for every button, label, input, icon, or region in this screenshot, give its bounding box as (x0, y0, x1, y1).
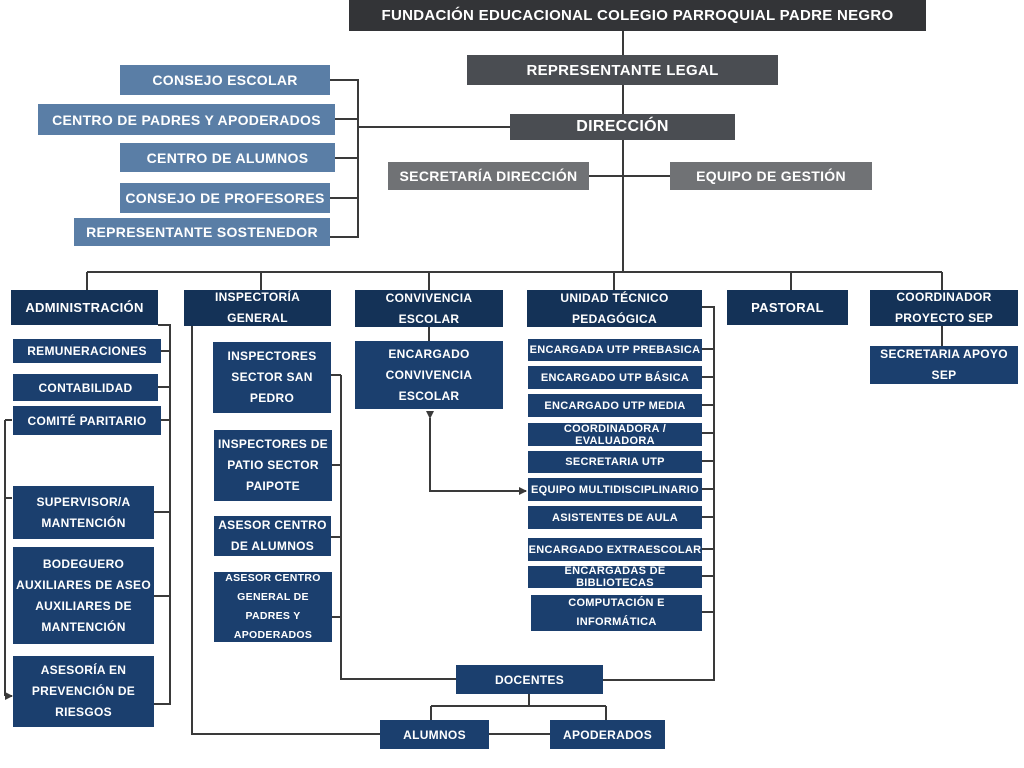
council-centro-alumnos: CENTRO DE ALUMNOS (120, 143, 335, 172)
docentes-box: DOCENTES (456, 665, 603, 694)
dept-label: UNIDAD TÉCNICO PEDAGÓGICA (560, 290, 669, 326)
direccion-box: DIRECCIÓN (510, 114, 735, 140)
inspectoria-bracket (191, 326, 456, 735)
utp-item-label: COORDINADORA / EVALUADORA (563, 422, 667, 447)
dept-administracion: ADMINISTRACIÓN (11, 290, 158, 325)
admin-item-bodeguero: BODEGUERO AUXILIARES DE ASEO AUXILIARES … (13, 547, 154, 644)
council-representante-sostenedor: REPRESENTANTE SOSTENEDOR (74, 218, 330, 246)
dept-convivencia: CONVIVENCIA ESCOLAR (355, 290, 503, 327)
distribution-drops (86, 272, 943, 291)
convivencia-arrow-path (426, 411, 527, 495)
council-label: CENTRO DE ALUMNOS (146, 149, 309, 166)
alumnos-label: ALUMNOS (403, 727, 466, 742)
council-label: REPRESENTANTE SOSTENEDOR (86, 224, 318, 240)
dept-inspectoria: INSPECTORÍA GENERAL (184, 290, 331, 326)
utp-bracket (603, 306, 715, 681)
admin-item-label: ASESORÍA EN PREVENCIÓN DE RIESGOS (31, 663, 136, 719)
admin-item-contabilidad: CONTABILIDAD (13, 374, 158, 401)
utp-item-basica: ENCARGADO UTP BÁSICA (528, 366, 702, 389)
utp-item-label: ENCARGADO UTP BÁSICA (540, 371, 690, 384)
sep-item-label: SECRETARIA APOYO SEP (880, 347, 1008, 382)
admin-item-label: SUPERVISOR/A MANTENCIÓN (36, 494, 131, 530)
dept-label: COORDINADOR PROYECTO SEP (894, 290, 994, 325)
admin-item-comite-paritario: COMITÉ PARITARIO (13, 406, 161, 435)
docentes-label: DOCENTES (494, 672, 565, 687)
council-consejo-profesores: CONSEJO DE PROFESORES (120, 183, 330, 213)
council-label: CONSEJO DE PROFESORES (125, 190, 325, 206)
apoderados-box: APODERADOS (550, 720, 665, 749)
secretaria-direccion-label: SECRETARÍA DIRECCIÓN (399, 168, 578, 184)
secretaria-direccion-box: SECRETARÍA DIRECCIÓN (388, 162, 589, 190)
representante-legal-box: REPRESENTANTE LEGAL (467, 55, 778, 85)
utp-item-multidisciplinario: EQUIPO MULTIDISCIPLINARIO (528, 478, 702, 501)
apoderados-label: APODERADOS (562, 727, 652, 742)
utp-item-label: ENCARGADAS DE BIBLIOTECAS (564, 565, 666, 589)
docentes-tree (430, 693, 607, 735)
utp-item-label: ENCARGADO EXTRAESCOLAR (528, 543, 702, 556)
sep-item-secretaria: SECRETARIA APOYO SEP (870, 346, 1018, 384)
admin-item-remuneraciones: REMUNERACIONES (13, 339, 161, 363)
dept-pastoral: PASTORAL (727, 290, 848, 325)
convivencia-item-encargado: ENCARGADO CONVIVENCIA ESCOLAR (355, 341, 503, 409)
dept-label: CONVIVENCIA ESCOLAR (385, 290, 473, 326)
equipo-gestion-label: EQUIPO DE GESTIÓN (696, 168, 846, 184)
utp-item-bibliotecas: ENCARGADAS DE BIBLIOTECAS (528, 565, 702, 589)
utp-item-label: ASISTENTES DE AULA (551, 511, 678, 524)
convivencia-item-label: ENCARGADO CONVIVENCIA ESCOLAR (385, 346, 473, 403)
utp-item-computacion: COMPUTACIÓN E INFORMÁTICA (531, 595, 702, 631)
dept-sep: COORDINADOR PROYECTO SEP (870, 290, 1018, 326)
inspectoria-item-asesor-padres: ASESOR CENTRO GENERAL DE PADRES Y APODER… (214, 572, 332, 642)
dept-label: INSPECTORÍA GENERAL (214, 290, 301, 325)
utp-item-label: EQUIPO MULTIDISCIPLINARIO (530, 483, 700, 496)
inspectoria-item-label: INSPECTORES SECTOR SAN PEDRO (227, 349, 317, 405)
utp-item-label: COMPUTACIÓN E INFORMÁTICA (568, 597, 665, 628)
council-consejo-escolar: CONSEJO ESCOLAR (120, 65, 330, 95)
utp-item-label: ENCARGADO UTP MEDIA (544, 399, 686, 412)
admin-item-label: COMITÉ PARITARIO (27, 413, 147, 428)
utp-item-secretaria: SECRETARIA UTP (528, 451, 702, 473)
council-label: CONSEJO ESCOLAR (152, 72, 298, 88)
admin-item-label: BODEGUERO AUXILIARES DE ASEO AUXILIARES … (16, 556, 151, 634)
foundation-title: FUNDACIÓN EDUCACIONAL COLEGIO PARROQUIAL… (349, 0, 926, 31)
dept-label: ADMINISTRACIÓN (25, 300, 144, 315)
inspectoria-item-san-pedro: INSPECTORES SECTOR SAN PEDRO (213, 342, 331, 413)
equipo-gestion-box: EQUIPO DE GESTIÓN (670, 162, 872, 190)
foundation-title-text: FUNDACIÓN EDUCACIONAL COLEGIO PARROQUIAL… (381, 7, 894, 24)
utp-item-asistentes: ASISTENTES DE AULA (528, 506, 702, 529)
admin-arrows (5, 419, 12, 696)
admin-item-label: REMUNERACIONES (27, 344, 147, 358)
utp-item-coordinadora: COORDINADORA / EVALUADORA (528, 422, 702, 447)
utp-item-label: SECRETARIA UTP (565, 456, 665, 468)
direccion-label: DIRECCIÓN (576, 118, 669, 135)
admin-item-asesoria-riesgos: ASESORÍA EN PREVENCIÓN DE RIESGOS (13, 656, 154, 727)
alumnos-box: ALUMNOS (380, 720, 489, 749)
inspectoria-item-paipote: INSPECTORES DE PATIO SECTOR PAIPOTE (214, 430, 332, 501)
inspectoria-item-label: INSPECTORES DE PATIO SECTOR PAIPOTE (217, 437, 328, 493)
inspectoria-item-asesor-alumnos: ASESOR CENTRO DE ALUMNOS (214, 516, 331, 556)
utp-item-media: ENCARGADO UTP MEDIA (528, 394, 702, 417)
inspectoria-item-label: ASESOR CENTRO GENERAL DE PADRES Y APODER… (225, 572, 321, 641)
utp-item-extraescolar: ENCARGADO EXTRAESCOLAR (528, 538, 702, 561)
council-centro-padres: CENTRO DE PADRES Y APODERADOS (38, 104, 335, 135)
council-label: CENTRO DE PADRES Y APODERADOS (52, 111, 321, 128)
inspectoria-item-label: ASESOR CENTRO DE ALUMNOS (218, 518, 327, 553)
utp-item-prebasica: ENCARGADA UTP PREBASICA (528, 339, 702, 361)
utp-item-label: ENCARGADA UTP PREBASICA (529, 344, 701, 356)
admin-right-bracket (154, 324, 171, 705)
councils-bracket (330, 79, 511, 238)
admin-item-label: CONTABILIDAD (38, 380, 133, 395)
dept-utp: UNIDAD TÉCNICO PEDAGÓGICA (527, 290, 702, 327)
admin-item-supervisor: SUPERVISOR/A MANTENCIÓN (13, 486, 154, 539)
representante-legal-label: REPRESENTANTE LEGAL (526, 61, 719, 79)
dept-label: PASTORAL (751, 300, 824, 315)
